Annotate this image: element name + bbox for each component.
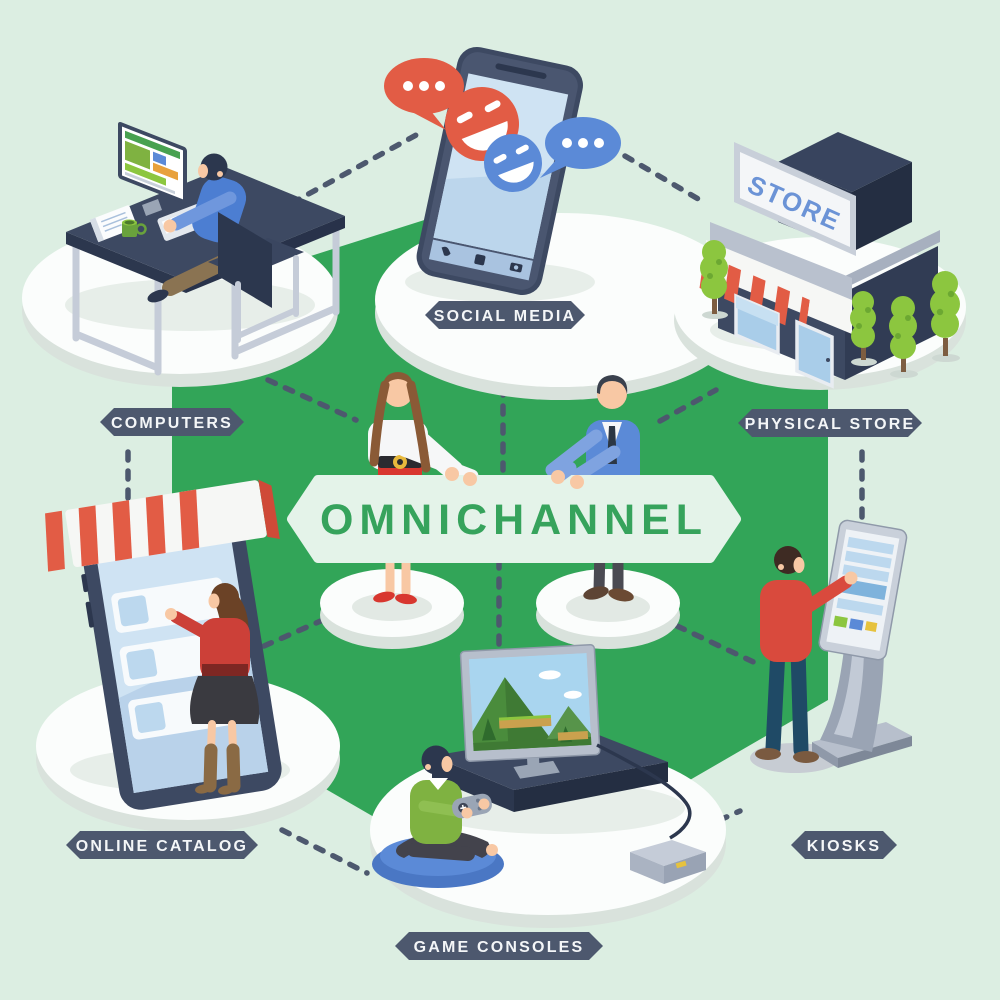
kiosk-user (755, 546, 858, 763)
notepad-icon (89, 205, 137, 243)
hand (165, 608, 177, 620)
head (383, 377, 413, 407)
jeans-legs (765, 642, 809, 758)
woman-hand (463, 472, 477, 486)
shopping-awning-icon (44, 479, 280, 577)
svg-text:ONLINE CATALOG: ONLINE CATALOG (76, 838, 248, 855)
console-cable (596, 743, 692, 840)
speaker (495, 63, 547, 79)
arm (799, 575, 853, 615)
hand (478, 798, 490, 810)
connector-store-center (657, 387, 719, 424)
woman-shopper (165, 583, 260, 795)
shoe (147, 289, 169, 303)
online-catalog-scene (44, 479, 290, 810)
speech-bubble-blue (540, 117, 621, 178)
office-chair (208, 212, 304, 343)
computers-scene (65, 121, 345, 376)
label-physical-store: PHYSICAL STORE (738, 409, 922, 437)
label-computers: COMPUTERS (100, 408, 244, 436)
store-cornice (710, 222, 852, 302)
connector-kiosk-center (674, 623, 765, 669)
kiosk-screen (818, 519, 908, 661)
tv-icon (459, 644, 601, 779)
ear (217, 171, 223, 177)
speech-bubble-red (384, 58, 464, 130)
game-consoles-scene (372, 644, 706, 888)
kiosk-icon (812, 519, 912, 768)
hand (844, 571, 858, 585)
boy-gamer (372, 745, 504, 888)
arm (545, 429, 603, 477)
hand (163, 219, 177, 233)
label-social-media: SOCIAL MEDIA (425, 301, 585, 329)
store-window (734, 293, 780, 356)
monitor-icon (118, 121, 187, 204)
arm (565, 445, 621, 486)
connector-computers-social (289, 131, 421, 206)
red-shoe (373, 591, 395, 603)
collar (428, 778, 448, 790)
label-game-consoles: GAME CONSOLES (395, 932, 603, 960)
ear (425, 764, 431, 770)
social-media-scene (384, 46, 621, 302)
channel-labels: SOCIAL MEDIA COMPUTERS PHYSICAL STORE ON… (66, 301, 922, 960)
face (793, 557, 805, 573)
store-door (795, 319, 834, 389)
home-icon (474, 254, 486, 266)
hair-top (382, 372, 414, 392)
hair-locks (369, 380, 431, 473)
omnichannel-banner: OMNICHANNEL (287, 457, 741, 563)
mug-icon (122, 219, 147, 237)
connector-computers-center (265, 377, 359, 423)
game-screen (468, 652, 592, 752)
man-hand (551, 470, 565, 484)
boots (203, 743, 241, 793)
tv-cabinet (432, 730, 668, 812)
monitor-stand (142, 199, 162, 216)
head (597, 379, 627, 409)
torso (760, 580, 812, 662)
trees (700, 240, 960, 378)
label-kiosks: KIOSKS (791, 831, 897, 859)
hand (461, 807, 473, 819)
tree-icon (700, 240, 728, 319)
banner-title: OMNICHANNEL (320, 496, 708, 544)
shoe (755, 748, 781, 760)
face (208, 593, 220, 609)
svg-text:SOCIAL MEDIA: SOCIAL MEDIA (434, 308, 577, 325)
shoe (608, 588, 634, 602)
game-console-box (630, 840, 706, 884)
svg-text:KIOSKS: KIOSKS (807, 838, 882, 855)
leg (162, 254, 232, 296)
connector-catalog-games (279, 827, 370, 876)
waist-band (202, 664, 248, 676)
svg-text:PHYSICAL STORE: PHYSICAL STORE (745, 416, 916, 433)
laughing-smiley-blue (484, 134, 542, 192)
tree-icon (930, 271, 960, 362)
hair-top (596, 375, 628, 394)
svg-text:COMPUTERS: COMPUTERS (111, 415, 233, 432)
shoe (583, 586, 609, 600)
physical-store-scene: STORE (690, 132, 960, 389)
camera-icon (509, 262, 523, 273)
woman-hand (445, 467, 459, 481)
man-hand (570, 475, 584, 489)
face (198, 164, 208, 178)
tree-icon (850, 291, 877, 366)
foot (486, 844, 498, 856)
face (441, 756, 453, 772)
skirt (190, 676, 260, 724)
ear (778, 564, 784, 570)
connector-social-store (622, 153, 703, 203)
svg-text:GAME CONSOLES: GAME CONSOLES (414, 939, 585, 956)
red-shoe (395, 593, 417, 605)
kiosk-scene (750, 519, 912, 773)
tree-icon (889, 296, 918, 378)
chair-back (218, 212, 272, 308)
shoe (793, 751, 819, 763)
phone-icon (441, 246, 451, 256)
label-online-catalog: ONLINE CATALOG (66, 831, 258, 859)
arm (169, 191, 237, 231)
